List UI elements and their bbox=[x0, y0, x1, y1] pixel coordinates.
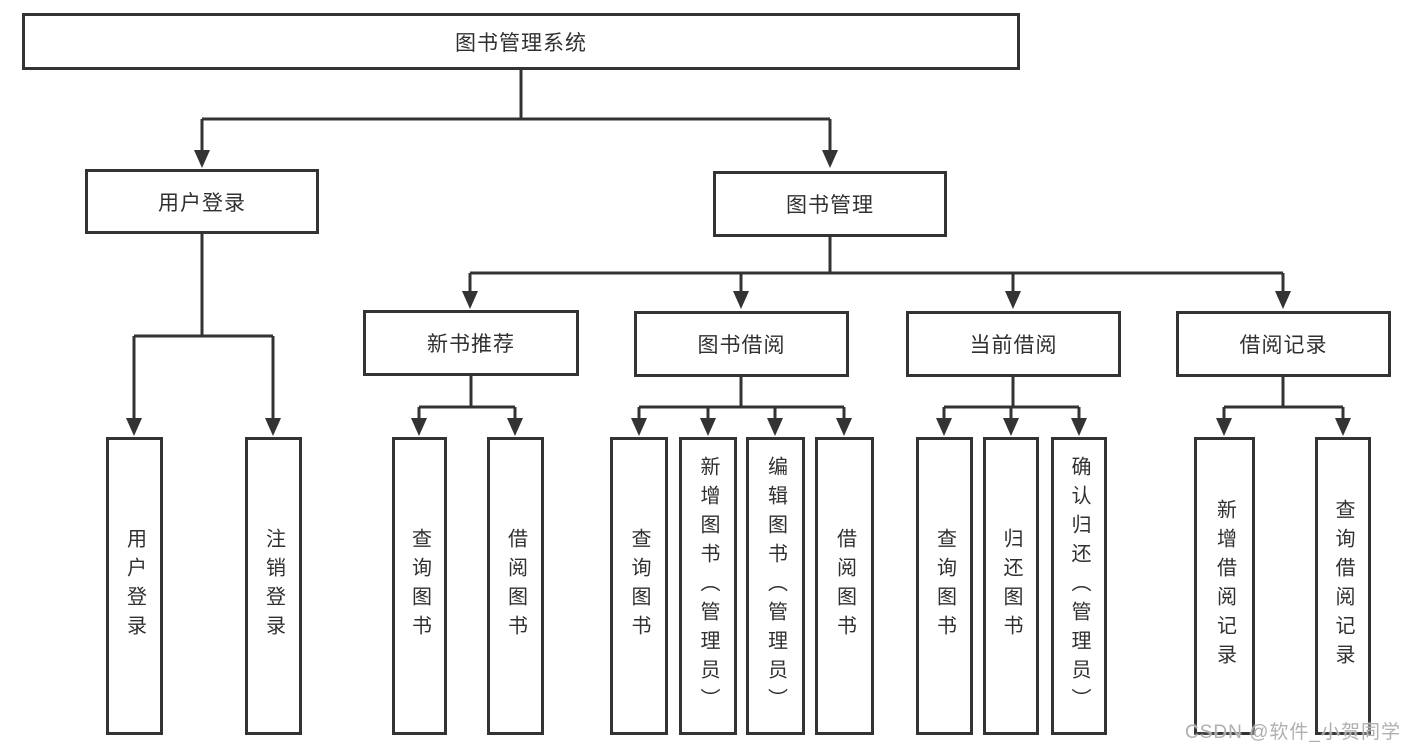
node-user-login: 用户登录 bbox=[85, 169, 319, 234]
node-label: 当前借阅 bbox=[969, 334, 1058, 357]
node-label: 查询图书 bbox=[408, 528, 431, 644]
arrow-icon bbox=[507, 418, 523, 436]
arrow-icon bbox=[1071, 418, 1087, 436]
leaf-current-query-books: 查询图书 bbox=[916, 437, 973, 735]
node-book-management: 图书管理 bbox=[713, 171, 947, 237]
node-label: 图书管理系统 bbox=[455, 31, 587, 55]
arrow-icon bbox=[936, 418, 952, 436]
leaf-add-book-admin: 新增图书（管理员） bbox=[679, 437, 737, 735]
arrow-icon bbox=[1005, 291, 1021, 309]
arrow-icon bbox=[194, 150, 210, 168]
leaf-edit-book-admin: 编辑图书（管理员） bbox=[746, 437, 805, 735]
node-label: 借阅记录 bbox=[1239, 334, 1328, 357]
node-book-borrowing: 图书借阅 bbox=[634, 311, 849, 377]
node-label: 新增图书（管理员） bbox=[697, 455, 719, 717]
node-current-borrowing: 当前借阅 bbox=[906, 311, 1121, 377]
leaf-user-login: 用户登录 bbox=[106, 437, 163, 735]
node-label: 查询图书 bbox=[628, 528, 650, 644]
node-label: 用户登录 bbox=[123, 528, 146, 644]
leaf-confirm-return-admin: 确认归还（管理员） bbox=[1051, 437, 1107, 735]
node-label: 查询借阅记录 bbox=[1332, 499, 1354, 673]
node-label: 确认归还（管理员） bbox=[1068, 455, 1090, 717]
node-label: 借阅图书 bbox=[833, 528, 856, 644]
arrow-icon bbox=[265, 418, 281, 436]
arrow-icon bbox=[631, 418, 647, 436]
node-borrowing-records: 借阅记录 bbox=[1176, 311, 1391, 377]
node-label: 用户登录 bbox=[158, 191, 246, 215]
arrow-icon bbox=[411, 418, 427, 436]
arrow-icon bbox=[1216, 418, 1232, 436]
node-label: 新书推荐 bbox=[427, 333, 515, 356]
node-label: 编辑图书（管理员） bbox=[764, 455, 787, 717]
node-new-book-recommendation: 新书推荐 bbox=[363, 310, 579, 376]
node-label: 借阅图书 bbox=[504, 528, 527, 644]
node-label: 图书管理 bbox=[786, 194, 874, 217]
leaf-logout: 注销登录 bbox=[245, 437, 302, 735]
node-label: 归还图书 bbox=[1000, 528, 1022, 644]
arrow-icon bbox=[767, 418, 783, 436]
node-label: 注销登录 bbox=[262, 528, 285, 644]
leaf-return-books: 归还图书 bbox=[983, 437, 1039, 735]
leaf-recommend-borrow-books: 借阅图书 bbox=[487, 437, 544, 735]
node-library-management-system: 图书管理系统 bbox=[22, 13, 1020, 70]
node-label: 新增借阅记录 bbox=[1213, 499, 1236, 673]
leaf-borrowing-borrow-books: 借阅图书 bbox=[815, 437, 874, 735]
arrow-icon bbox=[700, 418, 716, 436]
arrow-icon bbox=[1275, 291, 1291, 309]
arrow-icon bbox=[822, 150, 838, 168]
leaf-borrowing-query-books: 查询图书 bbox=[610, 437, 668, 735]
leaf-query-borrow-record: 查询借阅记录 bbox=[1315, 437, 1371, 735]
arrow-icon bbox=[126, 418, 142, 436]
leaf-recommend-query-books: 查询图书 bbox=[392, 437, 447, 735]
leaf-add-borrow-record: 新增借阅记录 bbox=[1194, 437, 1255, 735]
arrow-icon bbox=[462, 291, 478, 309]
node-label: 图书借阅 bbox=[697, 334, 786, 357]
arrow-icon bbox=[836, 418, 852, 436]
arrow-icon bbox=[733, 291, 749, 309]
arrow-icon bbox=[1335, 418, 1351, 436]
node-label: 查询图书 bbox=[933, 528, 956, 644]
arrow-icon bbox=[1003, 418, 1019, 436]
